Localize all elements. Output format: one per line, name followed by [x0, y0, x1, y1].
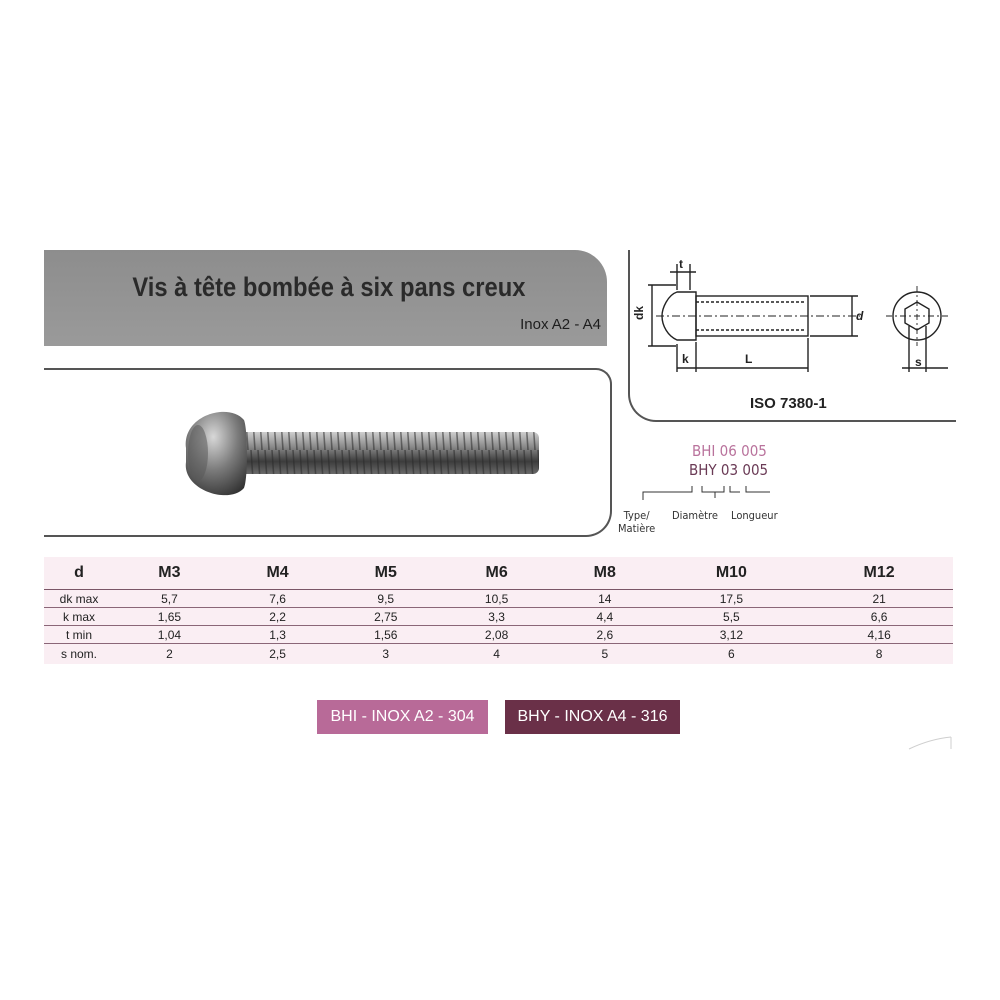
drawing-head	[661, 291, 697, 341]
label-diameter: Diamètre	[672, 509, 718, 522]
table-cell: 14	[552, 589, 658, 608]
table-cell: 5,5	[657, 607, 806, 626]
table-cell: 2,75	[330, 607, 442, 626]
table-header-cell: M4	[224, 557, 331, 590]
label-l: L	[745, 352, 752, 366]
table-cell: 5,7	[114, 589, 225, 608]
label-type: Type/ Matière	[618, 509, 655, 535]
material-badge-a2: BHI - INOX A2 - 304	[317, 700, 488, 734]
table-cell: 3	[382, 647, 390, 661]
table-cell: 2,08	[441, 625, 553, 644]
table-header-cell: M3	[114, 557, 225, 590]
table-header-cell: M10	[657, 557, 806, 590]
table-cell: 4,4	[552, 607, 658, 626]
screw-shaft	[219, 432, 539, 474]
table-header-cell: M6	[441, 557, 553, 590]
table-cell: 6,6	[805, 607, 953, 626]
material-badge-a4: BHY - INOX A4 - 316	[505, 700, 680, 734]
table-cell: 17,5	[657, 589, 806, 608]
table-cell: 6	[728, 647, 735, 661]
label-type-line2: Matière	[618, 522, 656, 535]
label-length: Longueur	[731, 509, 778, 522]
table-cell: 2,2	[224, 607, 331, 626]
page-title: Vis à tête bombée à six pans creux	[132, 272, 526, 302]
table-cell: 7,6	[224, 589, 331, 608]
table-cell: 4,16	[805, 625, 953, 644]
table-cell: 1,65	[114, 607, 225, 626]
label-t: t	[679, 257, 683, 271]
table-header-cell: M12	[805, 557, 953, 590]
label-k: k	[682, 352, 689, 366]
table-row: t min 1,04 1,3 1,56 2,08 2,6 3,12 4,16	[44, 625, 953, 644]
dimensions-table: d M3 M4 M5 M6 M8 M10 M12 dk max 5,7 7,6 …	[44, 557, 953, 664]
technical-drawing: t dk d k L s	[632, 257, 948, 372]
row-label: s nom.	[60, 647, 97, 661]
table-cell: 1,04	[114, 625, 225, 644]
technical-drawing-frame: t dk d k L s ISO 7380-1	[628, 250, 956, 422]
table-cell: 3,3	[441, 607, 553, 626]
table-row: s nom. 2 2,5 3 4 5 6 8	[44, 644, 953, 665]
row-label: k max	[44, 607, 114, 626]
code-brackets	[642, 486, 770, 500]
table-cell: 2	[166, 647, 173, 661]
row-label: t min	[44, 625, 114, 644]
table-row: dk max 5,7 7,6 9,5 10,5 14 17,5 21	[44, 589, 953, 608]
code-a4: BHY 03 005	[689, 461, 769, 479]
table-cell: 1,3	[224, 625, 331, 644]
table-cell: 8	[875, 647, 883, 661]
label-dk: dk	[632, 306, 646, 320]
label-s: s	[915, 355, 922, 369]
product-photo-frame	[44, 368, 612, 537]
table-cell: 21	[805, 589, 953, 608]
table-cell: 3,12	[657, 625, 806, 644]
table-header-label: d	[44, 557, 114, 590]
table-cell: 2,6	[552, 625, 658, 644]
table-cell: 2,5	[269, 647, 286, 661]
table-cell: 4	[493, 647, 500, 661]
label-d: d	[856, 309, 864, 323]
row-label: dk max	[44, 589, 114, 608]
table-row: k max 1,65 2,2 2,75 3,3 4,4 5,5 6,6	[44, 607, 953, 626]
table-header-cell: M5	[330, 557, 442, 590]
decorative-corner-mark	[908, 736, 952, 750]
table-cell: 5	[601, 647, 609, 661]
screw-head-face	[188, 425, 208, 481]
table-header-cell: M8	[552, 557, 658, 590]
title-banner: Vis à tête bombée à six pans creux Inox …	[44, 250, 607, 346]
table-cell: 9,5	[330, 589, 442, 608]
code-legend: BHI 06 005 BHY 03 005 Type/ Matière Diam…	[606, 440, 806, 540]
table-header-row: d M3 M4 M5 M6 M8 M10 M12	[44, 557, 953, 590]
table-cell: 1,56	[330, 625, 442, 644]
iso-standard: ISO 7380-1	[750, 395, 827, 412]
page-subtitle: Inox A2 - A4	[520, 316, 601, 333]
table-cell: 10,5	[441, 589, 553, 608]
label-type-line1: Type/	[623, 509, 650, 522]
screw-photo	[185, 411, 539, 496]
code-a2: BHI 06 005	[692, 442, 767, 460]
